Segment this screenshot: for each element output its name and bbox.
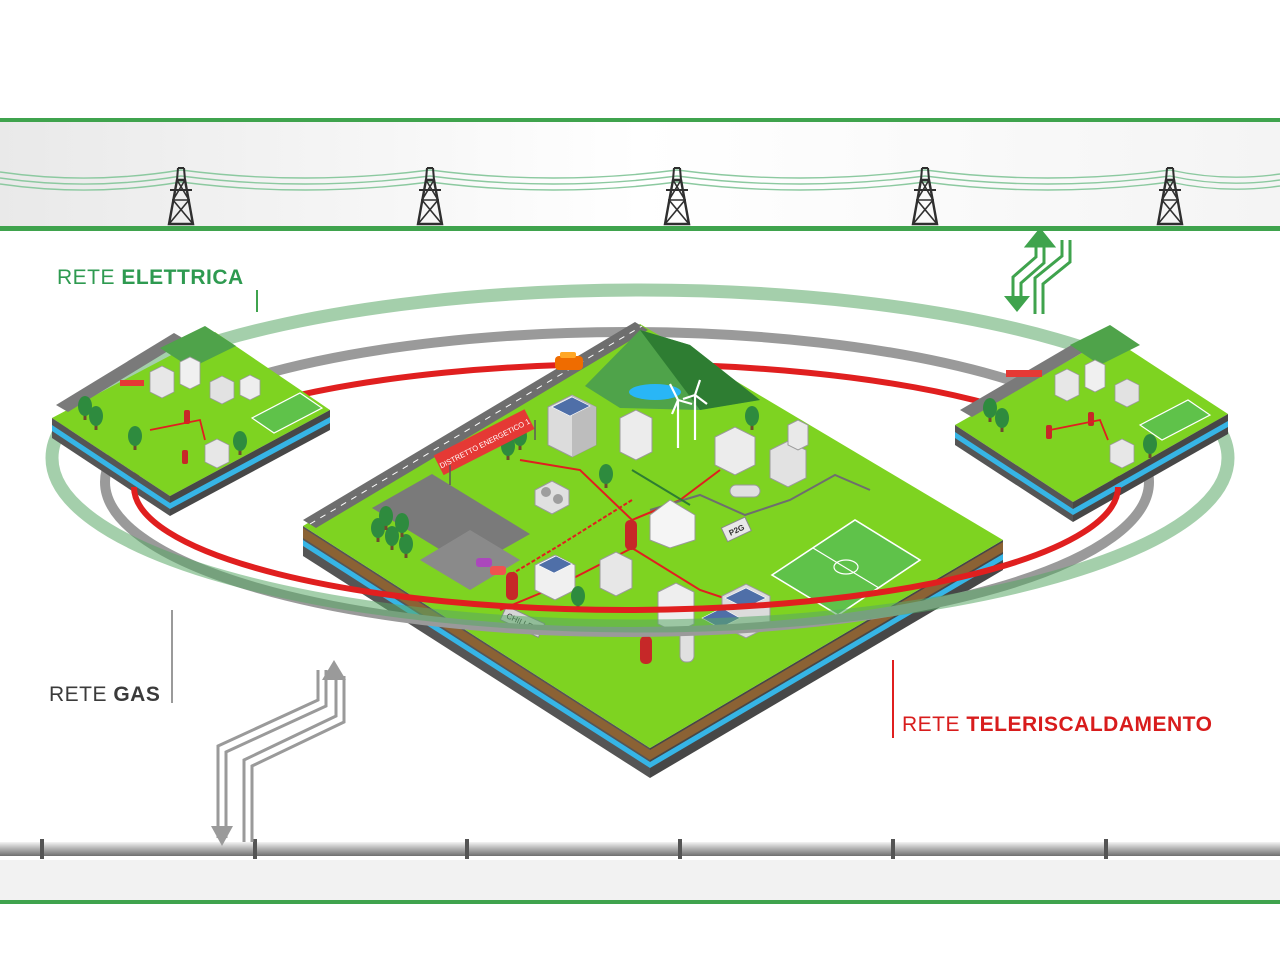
bidirectional-arrow-icon bbox=[211, 660, 346, 846]
bidirectional-arrow-icon bbox=[1004, 227, 1072, 314]
main-district-tile: DISTRETTO ENERGETICO 1 CHILLER P2G bbox=[303, 322, 1003, 778]
label-rete-gas: RETE GAS bbox=[49, 683, 160, 707]
label-name: TELERISCALDAMENTO bbox=[966, 713, 1213, 736]
wind-turbine-icon bbox=[669, 379, 708, 448]
building-icon bbox=[149, 356, 261, 469]
electric-transmission-band bbox=[0, 118, 1280, 231]
label-prefix: RETE bbox=[49, 683, 114, 706]
storage-tank-icon bbox=[182, 410, 190, 464]
district-tile-left bbox=[52, 326, 330, 516]
gas-pipeline-band bbox=[0, 839, 1280, 904]
label-rete-elettrica: RETE ELETTRICA bbox=[57, 266, 244, 290]
football-pitch-icon bbox=[250, 392, 324, 434]
label-prefix: RETE bbox=[902, 713, 967, 736]
gas-pipeline-icon bbox=[0, 842, 1280, 856]
building-icon bbox=[1054, 359, 1140, 469]
storage-tank-icon bbox=[506, 484, 761, 664]
district-tile-right bbox=[955, 325, 1228, 522]
road bbox=[960, 340, 1092, 417]
power-line-cables bbox=[0, 169, 1280, 191]
network-rings-front bbox=[45, 457, 1235, 637]
road bbox=[56, 333, 186, 412]
heat-pump-icon bbox=[534, 480, 570, 515]
label-rete-teleriscaldamento: RETE TELERISCALDAMENTO bbox=[902, 713, 1212, 737]
label-name: ELETTRICA bbox=[121, 266, 244, 289]
football-pitch-icon bbox=[1138, 399, 1212, 441]
label-prefix: RETE bbox=[57, 266, 122, 289]
label-name: GAS bbox=[113, 683, 161, 706]
p2g-unit: P2G bbox=[720, 516, 752, 543]
lake bbox=[629, 384, 681, 400]
car-icon bbox=[476, 352, 583, 575]
